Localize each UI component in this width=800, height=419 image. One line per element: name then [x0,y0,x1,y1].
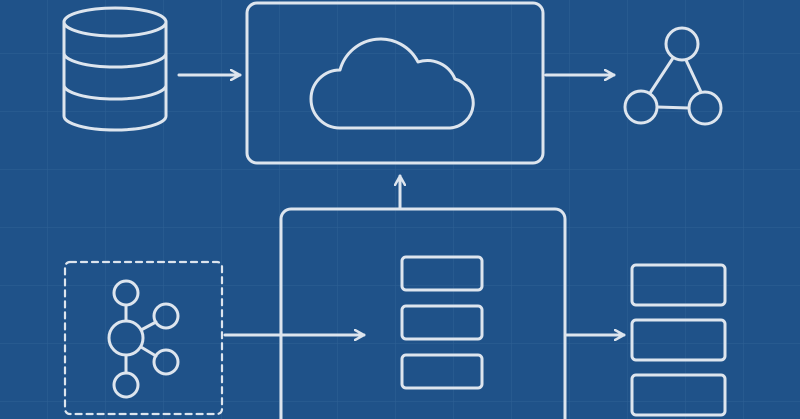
graph-network-icon [623,26,723,126]
cloud-service-box [245,1,545,165]
processing-queue-box [279,207,567,419]
hub-network-icon [107,279,180,399]
cloud-icon [309,37,475,130]
database-icon [62,6,168,132]
stream-hub-dashed-box [63,260,224,416]
stack-icon [630,263,727,417]
queue-stack-icon [400,255,484,390]
